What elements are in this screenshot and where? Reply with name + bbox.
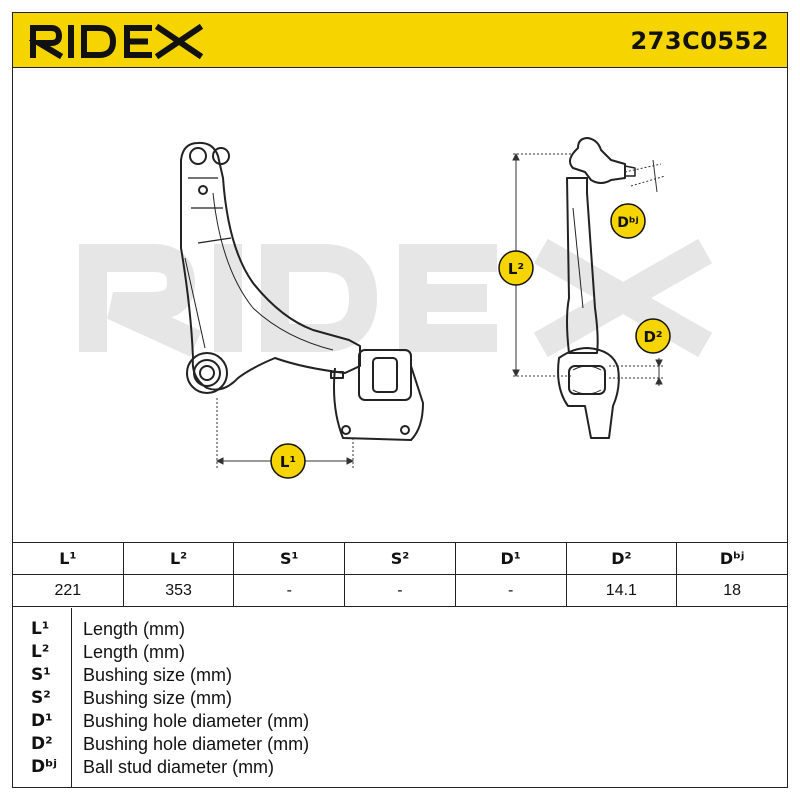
value-d1: - [454, 574, 567, 607]
header-s1: S¹ [233, 542, 346, 575]
legend-desc: Bushing size (mm) [83, 688, 233, 708]
technical-drawing: L¹ L² Dᵇʲ D² [79, 137, 713, 479]
l1-badge [270, 443, 306, 479]
value-d2: 14.1 [565, 574, 678, 607]
legend-desc: Length (mm) [83, 642, 186, 662]
header-l1: L¹ [12, 542, 124, 575]
value-l1: 221 [12, 574, 124, 607]
header-d1: D¹ [454, 542, 567, 575]
l2-label: L² [508, 260, 524, 278]
value-dbj: 18 [676, 574, 788, 607]
legend-code: L² [31, 642, 50, 662]
header-s2: S² [344, 542, 456, 575]
header-bar: 273C0552 [12, 12, 788, 68]
legend-code: D² [31, 734, 53, 754]
legend: L¹ Length (mm) L² Length (mm) S¹ Bushing… [12, 608, 788, 788]
ridex-logo [29, 23, 204, 59]
d2-label: D² [643, 328, 662, 346]
legend-desc: Ball stud diameter (mm) [83, 757, 275, 777]
l2-dimension [512, 152, 573, 378]
legend-desc: Bushing hole diameter (mm) [83, 711, 310, 731]
legend-divider [71, 608, 72, 787]
value-s2: - [344, 574, 456, 607]
control-arm-front-view [180, 141, 424, 441]
header-dbj: Dᵇʲ [676, 542, 788, 575]
l2-badge [498, 250, 534, 286]
l1-label: L¹ [280, 453, 296, 471]
value-s1: - [233, 574, 346, 607]
legend-code: D¹ [31, 711, 53, 731]
part-number: 273C0552 [630, 27, 769, 55]
value-l2: 353 [122, 574, 235, 607]
spec-value-row: 221 353 - - - 14.1 18 [12, 574, 788, 607]
dbj-badge [610, 203, 646, 239]
dbj-label: Dᵇʲ [617, 215, 638, 231]
legend-code: S² [31, 688, 51, 708]
spec-header-row: L¹ L² S¹ S² D¹ D² Dᵇʲ [12, 542, 788, 575]
legend-desc: Bushing hole diameter (mm) [83, 734, 310, 754]
header-l2: L² [122, 542, 235, 575]
dbj-dimension [624, 159, 666, 193]
header-d2: D² [565, 542, 678, 575]
legend-code: S¹ [31, 665, 51, 685]
legend-desc: Length (mm) [83, 619, 186, 639]
legend-code: Dᵇʲ [31, 757, 57, 777]
spec-table: L¹ L² S¹ S² D¹ D² Dᵇʲ 221 353 - - - 14.1… [12, 542, 788, 607]
d2-badge [635, 318, 671, 354]
legend-desc: Bushing size (mm) [83, 665, 233, 685]
ridex-watermark [79, 238, 713, 358]
legend-code: L¹ [31, 619, 50, 639]
control-arm-side-view [557, 137, 636, 439]
d2-dimension [609, 358, 663, 386]
